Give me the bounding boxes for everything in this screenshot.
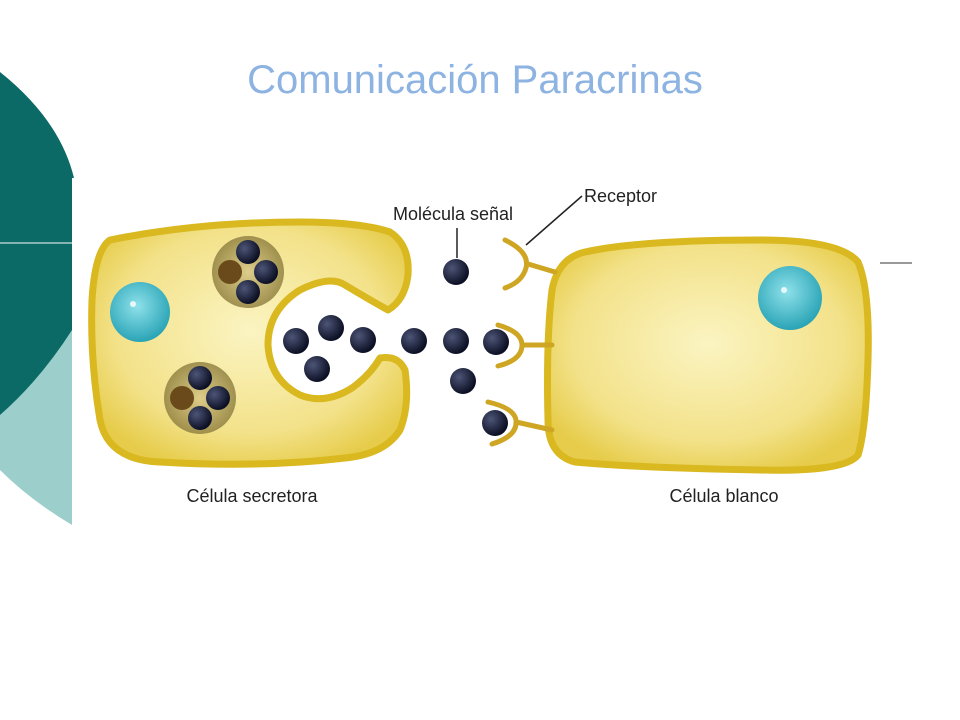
- free-signal-molecules: [401, 259, 509, 436]
- signal-molecule: [318, 315, 344, 341]
- signal-molecule-label: Molécula señal: [393, 204, 513, 224]
- signal-molecule: [450, 368, 476, 394]
- signal-molecule: [443, 328, 469, 354]
- receptor: [485, 399, 555, 447]
- signal-molecule: [443, 259, 469, 285]
- target-cell: [544, 236, 872, 474]
- secretory-cell: [88, 218, 412, 468]
- signal-molecule: [283, 328, 309, 354]
- signal-molecule: [482, 410, 508, 436]
- signal-molecule: [350, 327, 376, 353]
- receptors: [485, 237, 558, 447]
- secretory-vesicle-bottom: [164, 362, 236, 434]
- signal-molecule: [304, 356, 330, 382]
- secretory-cell-label: Célula secretora: [186, 486, 318, 506]
- receptor: [502, 237, 558, 291]
- receptor-label: Receptor: [584, 186, 657, 206]
- receptor: [495, 322, 555, 369]
- secretory-nucleus: [110, 282, 170, 342]
- receptor-pointer: [525, 195, 583, 246]
- target-cell-label: Célula blanco: [669, 486, 778, 506]
- signal-molecule: [483, 329, 509, 355]
- signal-molecule: [401, 328, 427, 354]
- slide-title: Comunicación Paracrinas: [247, 58, 703, 102]
- target-nucleus: [758, 266, 822, 330]
- secretory-vesicle-top: [212, 236, 284, 308]
